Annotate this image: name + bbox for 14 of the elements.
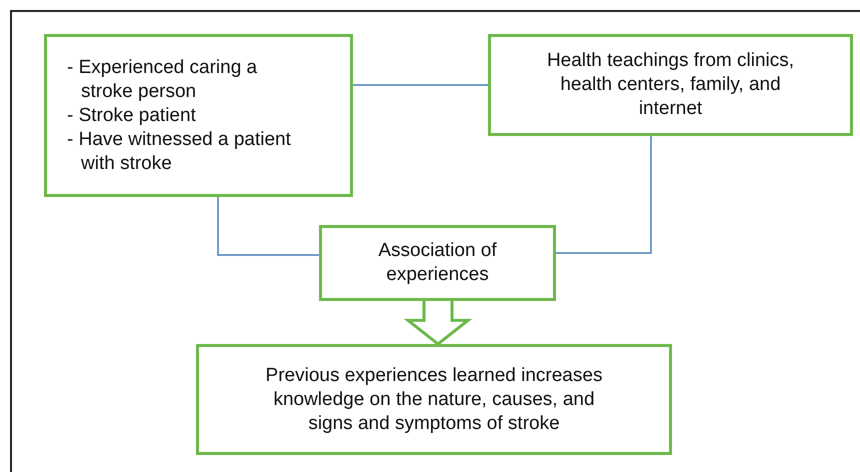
connector-line — [217, 197, 319, 256]
process-box — [488, 34, 853, 136]
connector-line — [353, 84, 488, 86]
process-box — [319, 225, 556, 301]
box-text: Association of experiences — [377, 239, 498, 287]
box-text: - Have witnessed a patient with stroke — [67, 128, 292, 176]
process-box — [44, 34, 353, 197]
process-box — [196, 344, 672, 455]
connector-line — [556, 136, 652, 254]
block-arrow — [404, 300, 472, 346]
box-text: Health teachings from clinics, health centers, family, and internet — [546, 49, 796, 121]
box-text: - Experienced caring a stroke person — [67, 56, 258, 104]
box-text: Previous experiences learned increases knowledge on the nature, causes, and signs and symptoms of stroke — [264, 364, 604, 436]
box-text: - Stroke patient — [67, 104, 197, 128]
